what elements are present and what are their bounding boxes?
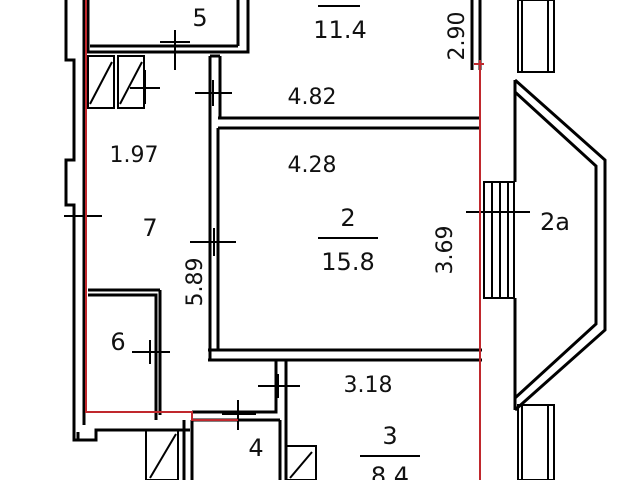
dim-1-97: 1.97: [110, 143, 159, 168]
room-7-label: 7: [142, 214, 157, 242]
bottom-left-stub: [76, 432, 96, 442]
door-ticks: [64, 30, 530, 430]
room-2a-label: 2a: [540, 208, 570, 236]
dim-4-82: 4.82: [288, 85, 337, 110]
room-6-label: 6: [110, 328, 125, 356]
windows-right: [483, 0, 555, 480]
balcony-2a: [513, 78, 607, 412]
dim-3-69: 3.69: [433, 226, 458, 275]
dim-4-28: 4.28: [288, 153, 337, 178]
room-4-label: 4: [248, 434, 263, 462]
boundary-highlight: [85, 0, 484, 480]
room-5-walls: [86, 0, 250, 54]
room-3-label: 3: [382, 422, 397, 450]
room-1-area: 11.4: [313, 16, 366, 44]
dim-3-18: 3.18: [344, 373, 393, 398]
room-5-label: 5: [192, 4, 207, 32]
exterior-wall-left: [64, 0, 190, 442]
dim-5-89: 5.89: [183, 258, 208, 307]
room-3-area: 8.4: [371, 462, 409, 480]
room-2-label: 2: [340, 204, 355, 232]
room-2-area: 15.8: [321, 248, 374, 276]
dim-2-90: 2.90: [445, 12, 470, 61]
